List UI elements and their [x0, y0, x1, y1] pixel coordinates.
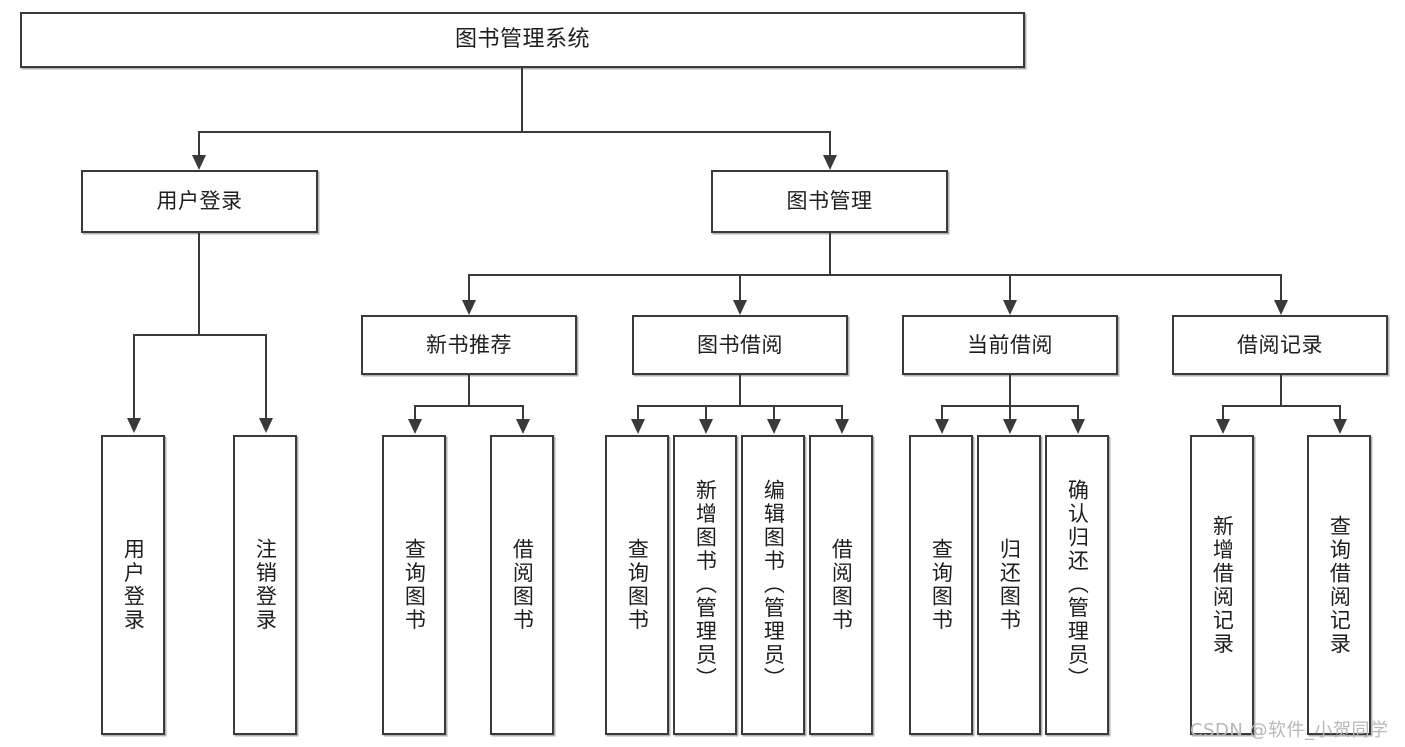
arrowhead-leaf-book-borrow-4: [835, 419, 849, 434]
leaf-logout[interactable]: 注销登录: [233, 435, 297, 735]
leaf-add-borrow-record[interactable]: 新增借阅记录: [1190, 435, 1254, 735]
connector-level2-drop-4: [1280, 274, 1282, 302]
arrowhead-user-login: [192, 155, 206, 170]
leaf-borrow-book[interactable]: 借阅图书: [809, 435, 873, 735]
connector-level2-bus: [468, 274, 1280, 276]
arrowhead-leaf-user-login-1: [127, 418, 141, 433]
node-label: 用户登录: [156, 189, 243, 214]
connector-user-login-stem: [198, 233, 200, 335]
connector-new-book-drop-1: [414, 405, 416, 421]
connector-root-to-user-login: [198, 131, 200, 157]
connector-user-login-drop-1: [133, 334, 135, 420]
arrowhead-book-management: [823, 155, 837, 170]
node-label: 编辑图书（管理员）: [761, 479, 786, 691]
arrowhead-leaf-borrow-record-1: [1216, 419, 1230, 434]
connector-book-borrow-drop-3: [773, 405, 775, 421]
connector-root-stem: [521, 68, 523, 132]
arrowhead-borrow-record: [1274, 300, 1288, 315]
leaf-add-book-admin[interactable]: 新增图书（管理员）: [673, 435, 737, 735]
node-label: 查询图书: [402, 538, 427, 632]
connector-new-book-stem: [468, 375, 470, 406]
node-label: 借阅记录: [1237, 332, 1323, 357]
connector-current-borrow-drop-3: [1077, 405, 1079, 421]
node-label: 查询借阅记录: [1327, 514, 1352, 656]
leaf-query-book-recommend[interactable]: 查询图书: [382, 435, 446, 735]
connector-current-borrow-drop-1: [941, 405, 943, 421]
arrowhead-current-borrow: [1003, 300, 1017, 315]
node-root-book-management-system[interactable]: 图书管理系统: [20, 12, 1025, 68]
connector-book-borrow-drop-1: [637, 405, 639, 421]
leaf-user-login[interactable]: 用户登录: [101, 435, 165, 735]
arrowhead-book-borrow: [733, 300, 747, 315]
arrowhead-leaf-current-borrow-2: [1003, 419, 1017, 434]
connector-level2-drop-3: [1009, 274, 1011, 302]
arrowhead-leaf-new-book-2: [516, 419, 530, 434]
leaf-query-book-borrow[interactable]: 查询图书: [605, 435, 669, 735]
node-label: 借阅图书: [510, 538, 535, 632]
node-label: 新增借阅记录: [1210, 514, 1235, 656]
connector-user-login-bus: [133, 334, 265, 336]
connector-book-borrow-stem: [739, 375, 741, 406]
node-book-management[interactable]: 图书管理: [711, 170, 948, 233]
leaf-return-book[interactable]: 归还图书: [977, 435, 1041, 735]
node-label: 查询图书: [625, 538, 650, 632]
arrowhead-leaf-current-borrow-3: [1071, 419, 1085, 434]
connector-user-login-drop-2: [265, 334, 267, 420]
connector-book-borrow-drop-4: [841, 405, 843, 421]
leaf-confirm-return-admin[interactable]: 确认归还（管理员）: [1045, 435, 1109, 735]
node-label: 图书借阅: [697, 332, 783, 357]
connector-level2-drop-1: [468, 274, 470, 302]
connector-book-borrow-bus: [637, 405, 842, 407]
arrowhead-leaf-book-borrow-2: [699, 419, 713, 434]
node-label: 归还图书: [997, 538, 1022, 632]
arrowhead-leaf-user-login-2: [259, 418, 273, 433]
node-label: 当前借阅: [967, 332, 1053, 357]
connector-current-borrow-drop-2: [1009, 405, 1011, 421]
connector-borrow-record-bus: [1222, 405, 1339, 407]
node-label: 新增图书（管理员）: [693, 479, 718, 691]
node-current-borrow[interactable]: 当前借阅: [902, 315, 1118, 375]
arrowhead-new-book-recommend: [462, 300, 476, 315]
leaf-query-borrow-record[interactable]: 查询借阅记录: [1307, 435, 1371, 735]
node-label: 用户登录: [121, 538, 146, 632]
connector-new-book-drop-2: [522, 405, 524, 421]
node-book-borrow[interactable]: 图书借阅: [632, 315, 848, 375]
arrowhead-leaf-book-borrow-3: [767, 419, 781, 434]
node-new-book-recommend[interactable]: 新书推荐: [361, 315, 577, 375]
node-label: 注销登录: [253, 538, 278, 632]
connector-new-book-bus: [414, 405, 522, 407]
connector-root-bus: [198, 131, 831, 133]
node-label: 图书管理系统: [454, 27, 590, 53]
arrowhead-leaf-current-borrow-1: [935, 419, 949, 434]
connector-book-borrow-drop-2: [705, 405, 707, 421]
connector-borrow-record-drop-2: [1339, 405, 1341, 421]
arrowhead-leaf-borrow-record-2: [1333, 419, 1347, 434]
leaf-query-book-current[interactable]: 查询图书: [909, 435, 973, 735]
connector-root-to-book-management: [829, 131, 831, 157]
connector-current-borrow-stem: [1009, 375, 1011, 406]
leaf-edit-book-admin[interactable]: 编辑图书（管理员）: [741, 435, 805, 735]
csdn-watermark: CSDN @软件_小贺同学: [1190, 720, 1389, 741]
leaf-borrow-book-recommend[interactable]: 借阅图书: [490, 435, 554, 735]
node-label: 确认归还（管理员）: [1065, 479, 1090, 691]
node-label: 新书推荐: [426, 332, 512, 357]
connector-book-management-stem: [829, 233, 831, 275]
connector-borrow-record-drop-1: [1222, 405, 1224, 421]
arrowhead-leaf-book-borrow-1: [631, 419, 645, 434]
node-label: 图书管理: [786, 189, 873, 214]
node-borrow-record[interactable]: 借阅记录: [1172, 315, 1388, 375]
node-user-login[interactable]: 用户登录: [81, 170, 318, 233]
connector-level2-drop-2: [739, 274, 741, 302]
arrowhead-leaf-new-book-1: [408, 419, 422, 434]
node-label: 借阅图书: [829, 538, 854, 632]
node-label: 查询图书: [929, 538, 954, 632]
connector-borrow-record-stem: [1280, 375, 1282, 406]
